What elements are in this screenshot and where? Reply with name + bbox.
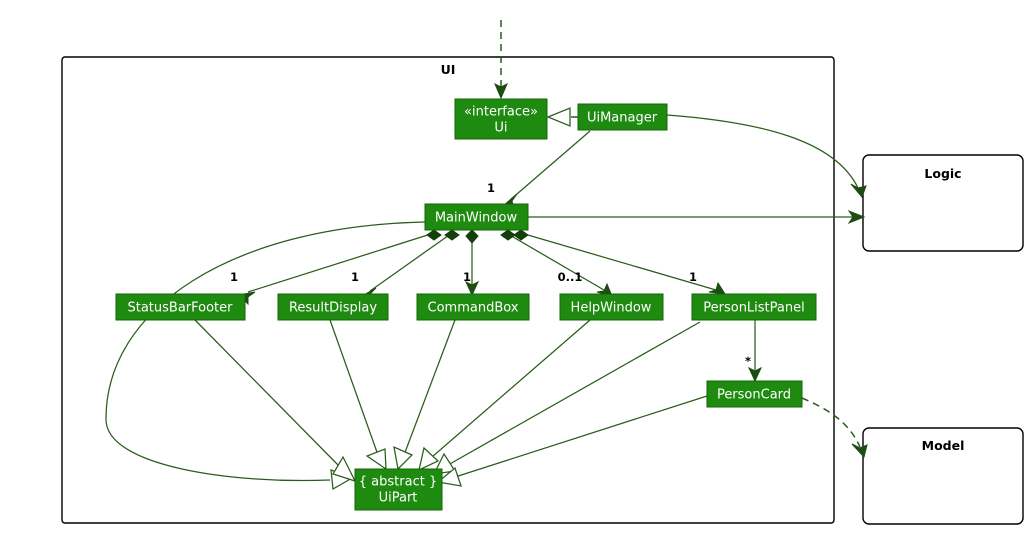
class-commandbox-box[interactable] [416,293,530,321]
class-uipart[interactable]: { abstract } UiPart [354,468,443,511]
package-ui-label: UI [441,62,456,77]
class-mainwindow-box[interactable] [424,203,529,231]
multiplicity-personlistpanel: 1 [689,270,697,284]
class-ui-interface-stereotype: «interface» [464,105,538,120]
class-commandbox[interactable]: CommandBox [416,293,530,321]
class-statusbarfooter[interactable]: StatusBarFooter [115,293,246,321]
class-ui-interface-box[interactable] [454,98,548,140]
edge-mainwindow-personlistpanel [513,229,726,295]
class-resultdisplay[interactable]: ResultDisplay [277,293,389,321]
class-statusbarfooter-name: StatusBarFooter [127,301,233,316]
edge-external-to-ui-interface [494,20,508,100]
class-uipart-box[interactable] [354,468,443,511]
edge-mainwindow-to-logic [528,209,866,225]
class-commandbox-name: CommandBox [428,301,519,316]
package-model-label: Model [922,438,965,453]
edge-uimanager-realizes-ui [546,107,578,127]
package-model: Model [862,427,1024,525]
edge-mainwindow-helpwindow [500,229,613,297]
edge-uimanager-to-logic [666,114,867,198]
class-personlistpanel[interactable]: PersonListPanel [691,293,817,321]
package-ui-border [61,56,835,524]
multiplicity-uimanager-mainwindow: 1 [487,181,495,195]
multiplicity-statusbarfooter: 1 [230,270,238,284]
package-ui: UI [61,56,835,524]
class-uimanager-name: UiManager [587,111,658,126]
class-uipart-abstract-marker: { abstract } [359,475,437,490]
class-personlistpanel-name: PersonListPanel [703,301,804,316]
class-personcard-box[interactable] [706,380,803,408]
package-logic-border [862,154,1024,252]
multiplicity-helpwindow: 0..1 [558,270,583,284]
class-personcard[interactable]: PersonCard [706,380,803,408]
edge-personcard-to-uipart [436,395,708,487]
class-uipart-name: UiPart [379,491,418,506]
class-mainwindow-name: MainWindow [435,211,518,226]
multiplicity-resultdisplay: 1 [351,270,359,284]
package-model-border [862,427,1024,525]
class-personcard-name: PersonCard [717,388,791,403]
class-helpwindow[interactable]: HelpWindow [559,293,664,321]
package-logic: Logic [862,154,1024,252]
edge-mainwindow-commandbox [464,229,480,297]
package-logic-label: Logic [924,166,961,181]
edge-helpwindow-to-uipart [418,319,591,472]
edge-mainwindow-statusbarfooter [237,229,442,306]
class-resultdisplay-box[interactable] [277,293,389,321]
class-ui-interface[interactable]: «interface» Ui [454,98,548,140]
class-uimanager-box[interactable] [577,103,668,131]
class-helpwindow-box[interactable] [559,293,664,321]
class-helpwindow-name: HelpWindow [571,301,652,316]
class-statusbarfooter-box[interactable] [115,293,246,321]
edge-resultdisplay-to-uipart [329,319,387,471]
class-resultdisplay-name: ResultDisplay [289,301,377,316]
edge-personlistpanel-to-uipart [432,321,701,475]
edge-commandbox-to-uipart [393,319,456,471]
edge-personcard-to-model [801,397,868,459]
edge-uimanager-to-mainwindow [503,130,591,210]
class-ui-interface-name: Ui [494,121,507,136]
edge-mainwindow-to-uipart [105,221,426,491]
edge-statusbarfooter-to-uipart [194,319,357,483]
class-uimanager[interactable]: UiManager [577,103,668,131]
multiplicity-personcard: * [745,354,751,368]
class-mainwindow[interactable]: MainWindow [424,203,529,231]
edge-personlistpanel-to-personcard [747,320,763,383]
multiplicity-commandbox: 1 [463,270,471,284]
class-personlistpanel-box[interactable] [691,293,817,321]
